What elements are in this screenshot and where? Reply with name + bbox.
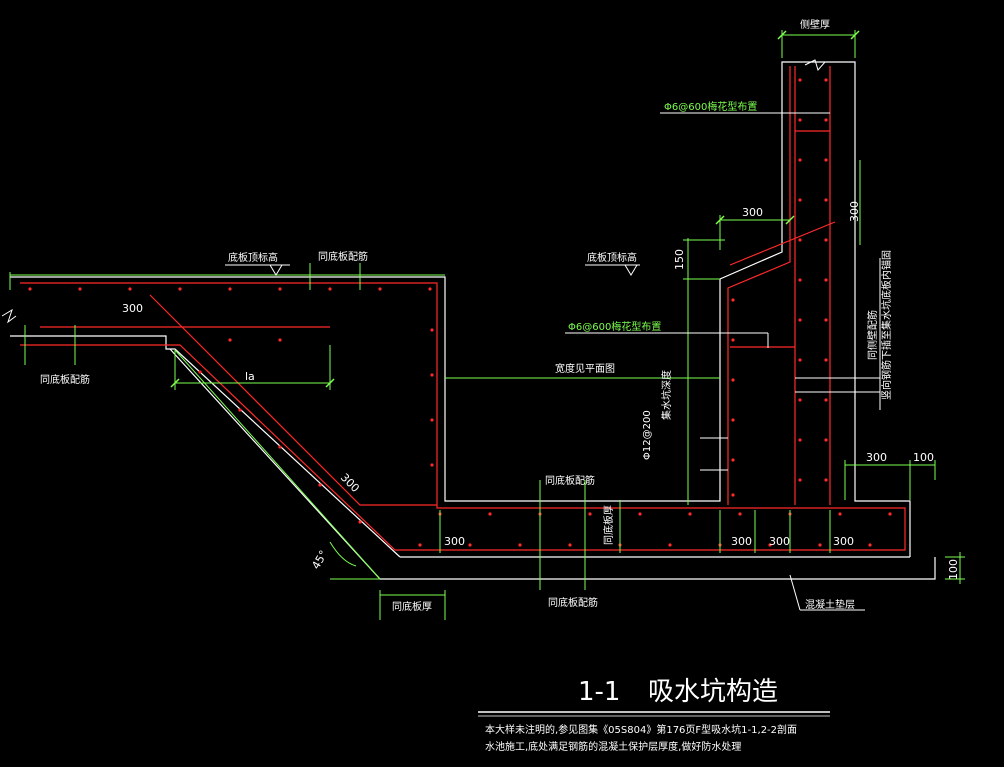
label-same-slab-rebar-left: 同底板配筋 [40, 373, 90, 386]
label-sump-depth: 集水坑深度 [660, 370, 673, 420]
label-same-slab-thickness-vert: 同底板厚 [602, 505, 615, 545]
dim-150: 150 [673, 249, 686, 270]
dim-300-bottom-d: 300 [833, 535, 854, 548]
title-name: 吸水坑构造 [648, 677, 778, 707]
label-concrete-cushion: 混凝土垫层 [805, 598, 855, 611]
label-wall-rebar-note-1: 同侧壁配筋 [866, 310, 879, 360]
dim-300-bottom-a: 300 [444, 535, 465, 548]
rebar-lines [20, 66, 906, 551]
note-line-1: 本大样未注明的,参见图集《05S804》第176页F型吸水坑1-1,2-2剖面 [485, 723, 797, 736]
label-wall-rebar-note-2: 竖向钢筋下插至集水坑底板内锚固 [880, 250, 893, 400]
dim-100-right: 100 [913, 451, 934, 464]
dim-100-cushion: 100 [947, 559, 960, 580]
label-same-slab-rebar-top: 同底板配筋 [318, 250, 368, 263]
break-symbols [1, 59, 845, 324]
dim-300-slope: 300 [338, 471, 362, 495]
concrete-outline [10, 61, 936, 580]
dim-300-right: 300 [866, 451, 887, 464]
dim-300-bottom-b: 300 [731, 535, 752, 548]
label-side-wall-thickness: 侧壁厚 [800, 18, 830, 31]
label-tie-bar-mid: Φ6@600梅花型布置 [568, 320, 661, 333]
label-lap-length: la [245, 370, 255, 383]
label-same-slab-thickness-bottom: 同底板厚 [392, 600, 432, 613]
label-slab-top-elev-right: 底板顶标高 [587, 251, 637, 264]
label-same-slab-rebar-bottom-mid: 同底板配筋 [545, 474, 595, 487]
dim-300-top-left: 300 [122, 302, 143, 315]
note-line-2: 水池施工,底处满足钢筋的混凝土保护层厚度,做好防水处理 [485, 740, 741, 753]
rebar-dots [28, 78, 892, 547]
label-angle: 45° [309, 548, 330, 571]
dim-300-wall: 300 [742, 206, 763, 219]
label-width-see-plan: 宽度见平面图 [555, 362, 615, 375]
dim-300-wall-vert: 300 [848, 201, 861, 222]
leader-lines [225, 112, 881, 611]
label-tie-bar-top: Φ6@600梅花型布置 [664, 100, 757, 113]
dim-300-bottom-c: 300 [769, 535, 790, 548]
dimension-lines [24, 30, 965, 620]
label-slab-top-elev-left: 底板顶标高 [228, 251, 278, 264]
slab-green-lines [9, 272, 445, 580]
title-section: 1-1 [578, 677, 620, 707]
label-rebar-phi12: Φ12@200 [642, 410, 653, 460]
dimension-ticks [170, 30, 860, 388]
label-same-slab-rebar-bottom: 同底板配筋 [548, 596, 598, 609]
